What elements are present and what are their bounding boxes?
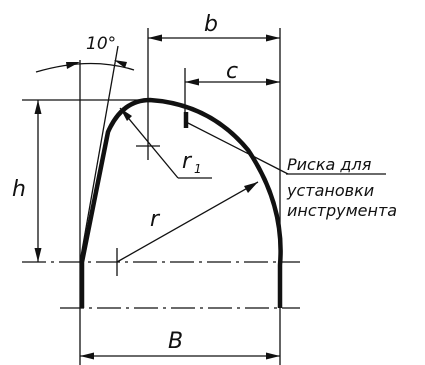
label-h: h [12, 177, 26, 202]
arrow-c-left [185, 78, 199, 86]
arrow-b-left [148, 34, 162, 42]
arrow-c-right [266, 78, 280, 86]
label-r1-subscript: 1 [194, 162, 202, 176]
leader-mark-note [185, 121, 289, 175]
note-line-1: Риска для [287, 155, 372, 174]
angle-arc-10deg [35, 62, 135, 73]
leader-r1 [119, 107, 179, 179]
label-B: B [168, 329, 183, 354]
label-r1: r [182, 149, 193, 174]
label-b: b [204, 12, 218, 37]
note-line-3: инструмента [287, 201, 397, 220]
note-line-2: установки [286, 181, 374, 200]
angle-reference-line [79, 45, 119, 263]
label-r1-main: r [182, 149, 193, 174]
arrow-angle-right [114, 60, 127, 68]
arrow-angle-left [66, 62, 80, 69]
leader-r [116, 181, 259, 263]
label-angle: 10° [86, 34, 116, 54]
tool-profile-outline [79, 97, 283, 308]
arrow-r [244, 182, 258, 193]
arrow-b-right [266, 34, 280, 42]
arrow-B-left [80, 352, 94, 360]
arrow-r1 [120, 108, 132, 121]
label-c: c [226, 59, 238, 84]
label-r: r [150, 207, 161, 232]
arrow-h-bottom [34, 248, 42, 262]
arrow-h-top [34, 100, 42, 114]
arrow-B-right [266, 352, 280, 360]
